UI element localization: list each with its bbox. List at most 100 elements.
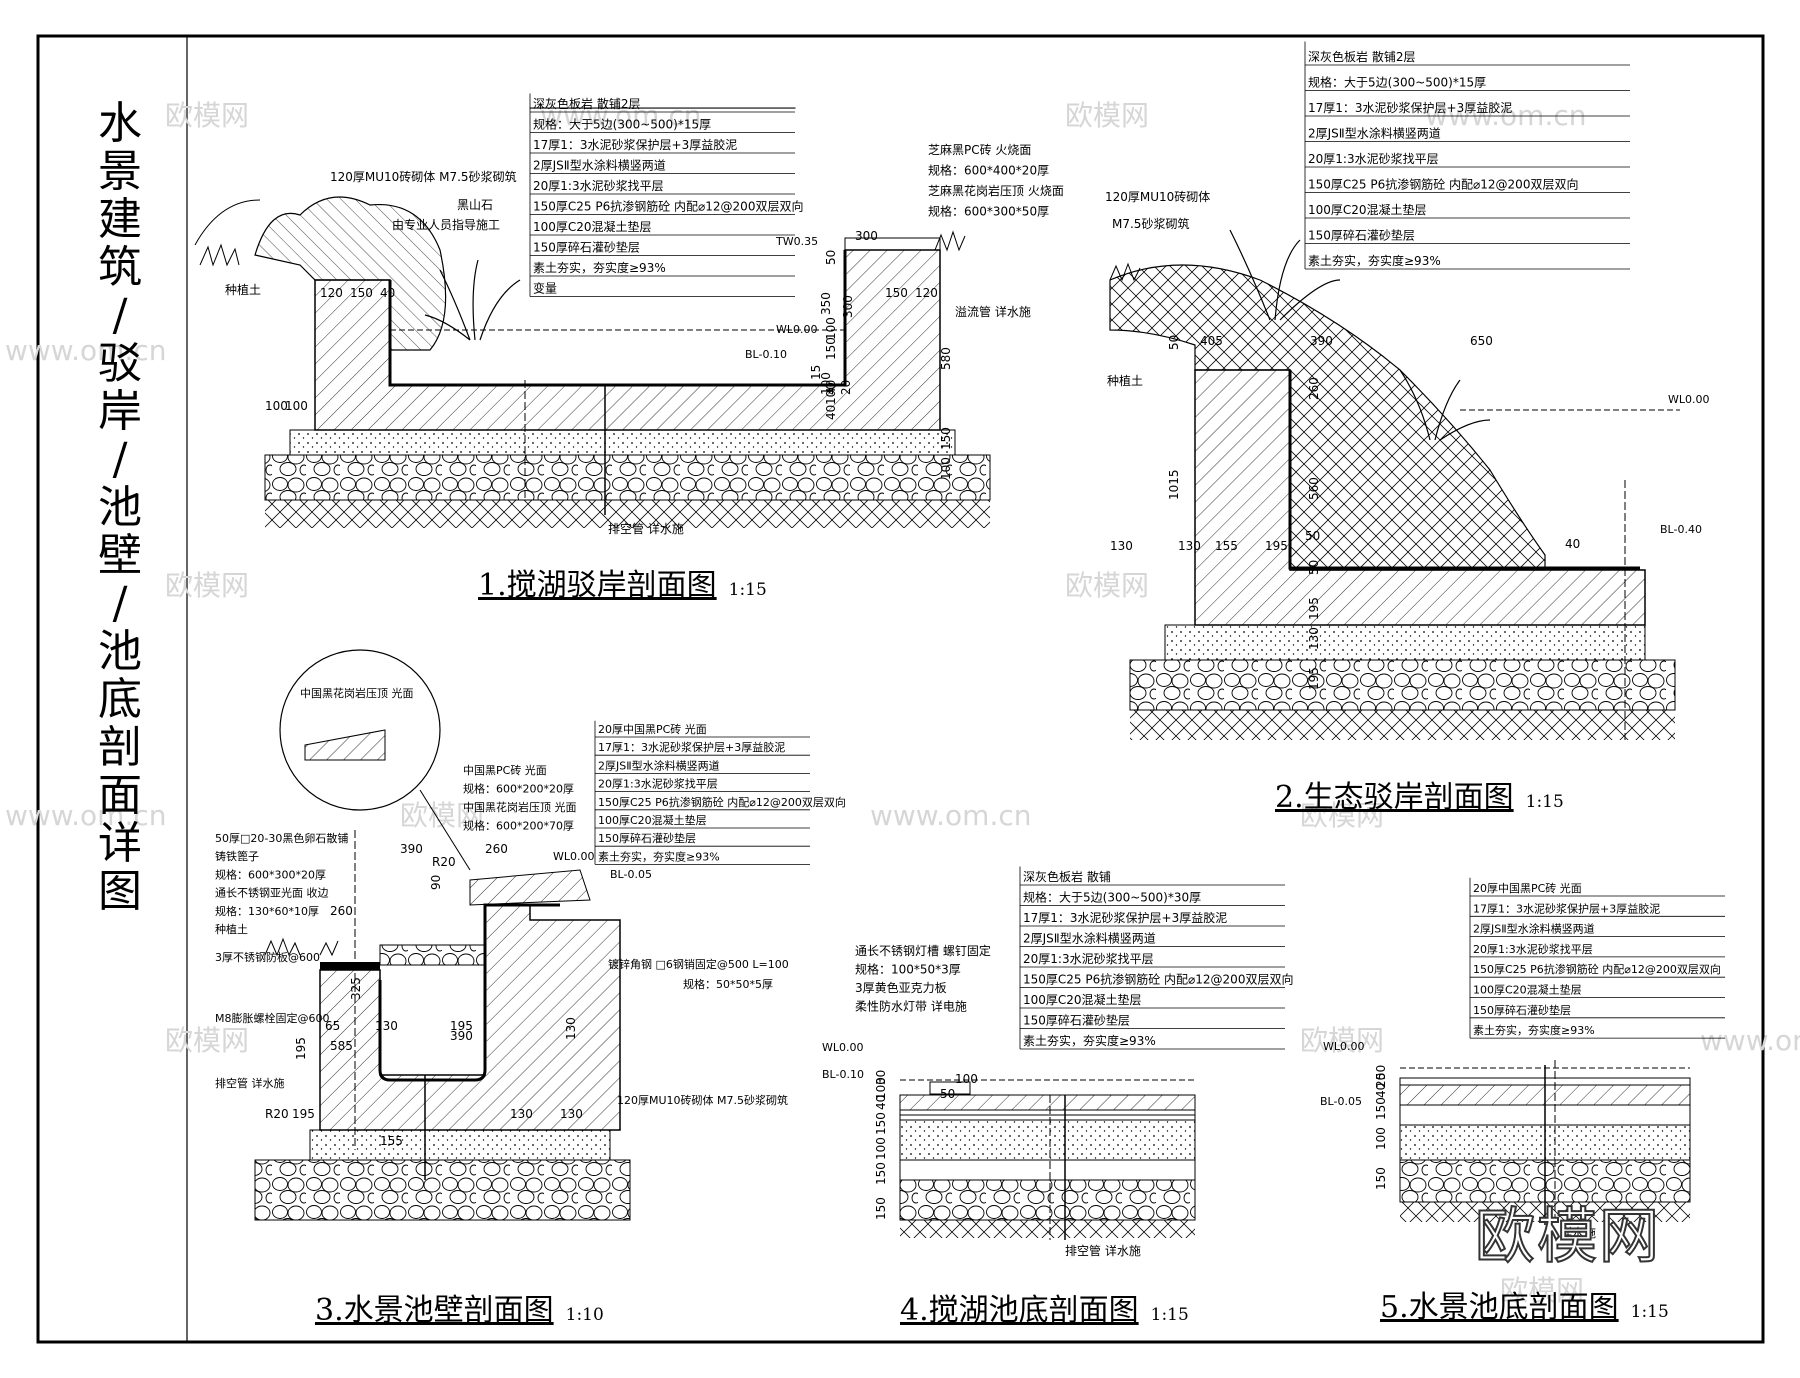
sheet-title-char: 驳 [98,338,142,389]
section-3-drawing [254,649,631,1221]
section-4-dimension: 30 [874,1070,888,1085]
section-2-layer-row: 深灰色板岩 散铺2层 [1308,49,1415,64]
section-4-dimension: 50 [940,1087,955,1101]
section-3-dimension: 90 [429,875,443,890]
section-1-dimension: 15 [809,365,823,380]
section-3-dimension: 390 [450,1029,473,1043]
section-5-elevation-mark: WL0.00 [1323,1040,1365,1053]
section-1-bottom-note: 排空管 详水施 [608,521,684,536]
section-4-drawing [899,1079,1196,1240]
section-1-dimension: 150 [350,286,373,300]
watermark-text: 欧模网 [165,1024,249,1057]
section-3-top-label: 中国黑花岗岩压顶 光面 [463,800,577,814]
section-5-dimension: 150 [1374,1097,1388,1120]
section-2-dimension: 650 [1470,334,1493,348]
sheet-title-char: 详 [98,818,142,869]
section-5-layer-row: 150厚碎石灌砂垫层 [1473,1003,1571,1017]
section-2-dimension: 560 [1307,477,1321,500]
section-3-dimension: 130 [560,1107,583,1121]
section-1-left-label: 由专业人员指导施工 [392,217,500,232]
section-2-left-label: M7.5砂浆砌筑 [1112,216,1189,231]
section-1-dimension: 100 [939,457,953,480]
sheet-title-char: 筑 [98,242,142,293]
section-4-left-label: 通长不锈钢灯槽 螺钉固定 [855,943,991,958]
section-1-dimension: 150 [939,427,953,450]
section-1-dimension: 120 [915,286,938,300]
sheet-title-char: 底 [98,674,142,725]
section-4-dimension: 150 [874,1197,888,1220]
section-scale: 1:15 [1525,792,1564,812]
sheet-title-char: 建 [98,194,142,245]
section-title-text: 4.搅湖池底剖面图 [900,1293,1139,1328]
section-4-elevation-mark: BL-0.10 [822,1068,864,1081]
section-2-dimension: 195 [1307,667,1321,690]
section-1-right-label: 规格：600*300*50厚 [928,204,1049,219]
section-3-dimension: 195 [292,1107,315,1121]
section-5-layer-row: 17厚1：3水泥砂浆保护层+3厚益胶泥 [1473,901,1660,915]
section-1-dimension: 100 [824,382,838,405]
section-2-dimension: 405 [1200,334,1223,348]
watermark-url: www.om.cn [5,334,166,367]
watermark-text: 欧模网 [1300,799,1384,832]
section-2-layer-row: 20厚1:3水泥砂浆找平层 [1308,151,1439,166]
section-3-right-label: 规格：50*50*5厚 [683,977,773,991]
sheet-title-char: 壁 [98,530,142,581]
section-3-elevation-mark: WL0.00 [553,850,595,863]
section-1-elevation-mark: BL-0.10 [745,348,787,361]
section-5-layer-row: 20厚1:3水泥砂浆找平层 [1473,942,1593,956]
section-1-right-label: 溢流管 详水施 [955,304,1031,319]
watermark-url: www.om.cn [540,99,701,132]
brand-watermark: 欧模网 [1474,1201,1661,1273]
section-4-dimension: 40 [874,1095,888,1110]
watermark-text: 欧模网 [1500,1274,1584,1307]
section-1-layer-row: 20厚1:3水泥砂浆找平层 [533,178,664,193]
section-3-left-label: 排空管 详水施 [215,1076,285,1090]
watermark-url: www.om.cn [870,799,1031,832]
section-5-drawing [1399,1060,1691,1225]
section-2-elevation-mark: BL-0.40 [1660,523,1702,536]
sheet-title-char: 池 [98,626,142,677]
section-5-dimension: 50 [1374,1065,1388,1080]
sheet-title-vertical: 水 景 建 筑 / 驳 岸 / 池 壁 / 池 底 剖 面 详 图 [95,100,145,916]
section-5-dimension: 100 [1374,1127,1388,1150]
section-scale: 1:15 [1150,1305,1189,1325]
section-4-dimension: 100 [874,1137,888,1160]
section-title-text: 5.水景池底剖面图 [1380,1290,1619,1325]
watermark-text: 欧模网 [1065,99,1149,132]
section-3-dimension: 65 [325,1019,340,1033]
sheet-title-char: 图 [98,866,142,917]
watermark-layer: 欧模网欧模网欧模网欧模网欧模网欧模网欧模网欧模网欧模网www.om.cnwww.… [5,99,1800,1307]
section-2-dimension: 155 [1215,539,1238,553]
section-4-layer-row: 规格：大于5边(300~500)*30厚 [1023,890,1201,905]
annotation-layer: 深灰色板岩 散铺2层规格：大于5边(300~500)*15厚17厚1：3水泥砂浆… [215,41,1725,1258]
section-1-dimension: 100 [265,399,288,413]
section-5-dimension: 40 [1374,1083,1388,1098]
section-1-left-label: 黑山石 [457,198,493,212]
section-1-dimension: 20 [839,380,853,395]
section-2-dimension: 50 [1305,529,1320,543]
section-3-layer-row: 100厚C20混凝土垫层 [598,813,707,827]
section-1-dimension: 100 [285,399,308,413]
section-3-dimension: 585 [330,1039,353,1053]
section-3-top-label: 规格：600*200*70厚 [463,819,574,833]
section-3-detail-title: 中国黑花岗岩压顶 光面 [300,686,414,700]
section-5-layer-row: 100厚C20混凝土垫层 [1473,983,1582,997]
section-5-layer-row: 150厚C25 P6抗渗钢筋砼 内配⌀12@200双层双向 [1473,962,1721,976]
watermark-text: 欧模网 [165,99,249,132]
section-1-layer-row: 素土夯实，夯实度≥93% [533,260,666,275]
section-4-bottom-note: 排空管 详水施 [1065,1243,1141,1258]
section-3-left-label: 3厚不锈钢防板@600 [215,950,320,964]
section-3-left-label: M8膨胀螺栓固定@600 [215,1011,330,1025]
section-1-dimension: 350 [819,292,833,315]
section-4-left-label: 规格：100*50*3厚 [855,962,961,977]
watermark-text: 欧模网 [400,799,484,832]
section-3-dimension: R20 [265,1107,289,1121]
section-5-layer-row: 2厚JSⅡ型水涂料横竖两道 [1473,922,1595,936]
sheet-title-char: / [112,578,128,629]
section-3-top-label: 中国黑PC砖 光面 [463,763,547,777]
section-3-dimension: 130 [564,1017,578,1040]
sheet-title-char: 面 [98,770,142,821]
section-1-layer-row: 150厚碎石灌砂垫层 [533,240,640,255]
